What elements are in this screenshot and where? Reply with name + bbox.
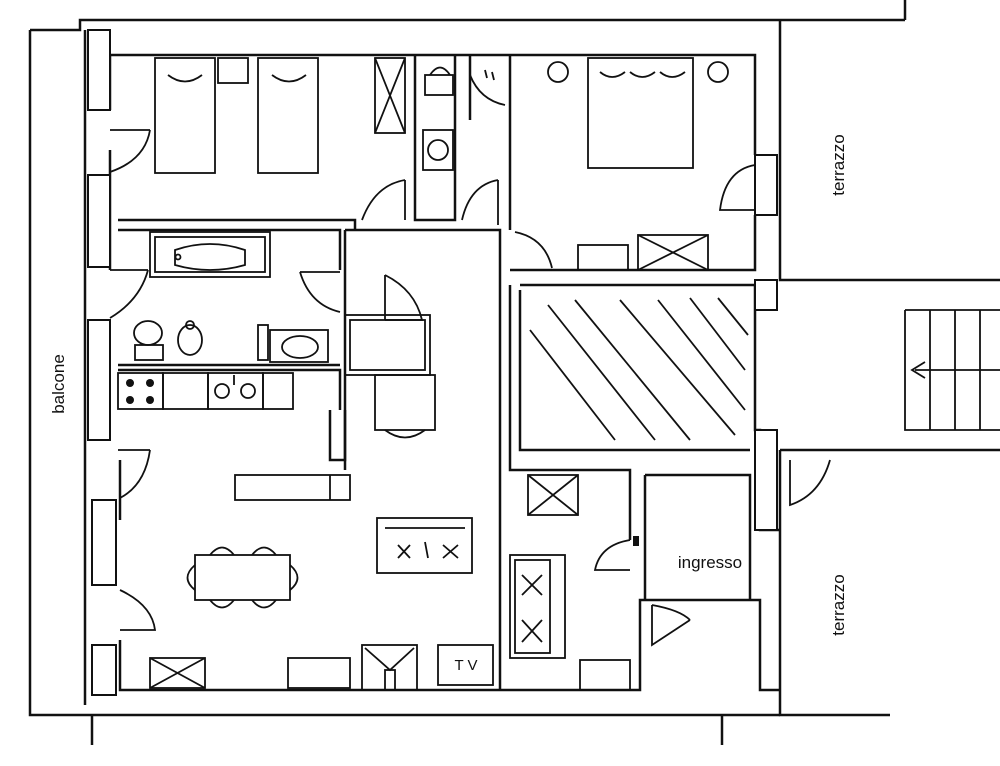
central-hall (343, 228, 502, 690)
wc-column (413, 55, 512, 230)
balcony-windows (87, 29, 117, 696)
kitchen-counter (117, 368, 351, 501)
balcony-doors (109, 129, 157, 631)
label-balcone: balcone (49, 354, 68, 414)
terrace-windows (754, 154, 778, 531)
bathroom (118, 228, 342, 367)
label-terrazzo-top: terrazzo (829, 134, 848, 195)
stairwell (529, 297, 749, 441)
living-room (149, 474, 631, 691)
entrance (593, 459, 831, 647)
entrance-stairs (904, 309, 1000, 431)
plan-labels: balcone terrazzo terrazzo ingresso T V (49, 134, 848, 674)
label-ingresso: ingresso (678, 553, 742, 572)
bedroom-twin (118, 57, 406, 230)
label-terrazzo-bottom: terrazzo (829, 574, 848, 635)
bedroom-double (514, 57, 756, 271)
label-tv: T V (454, 657, 477, 674)
exterior-walls (28, 0, 1000, 745)
